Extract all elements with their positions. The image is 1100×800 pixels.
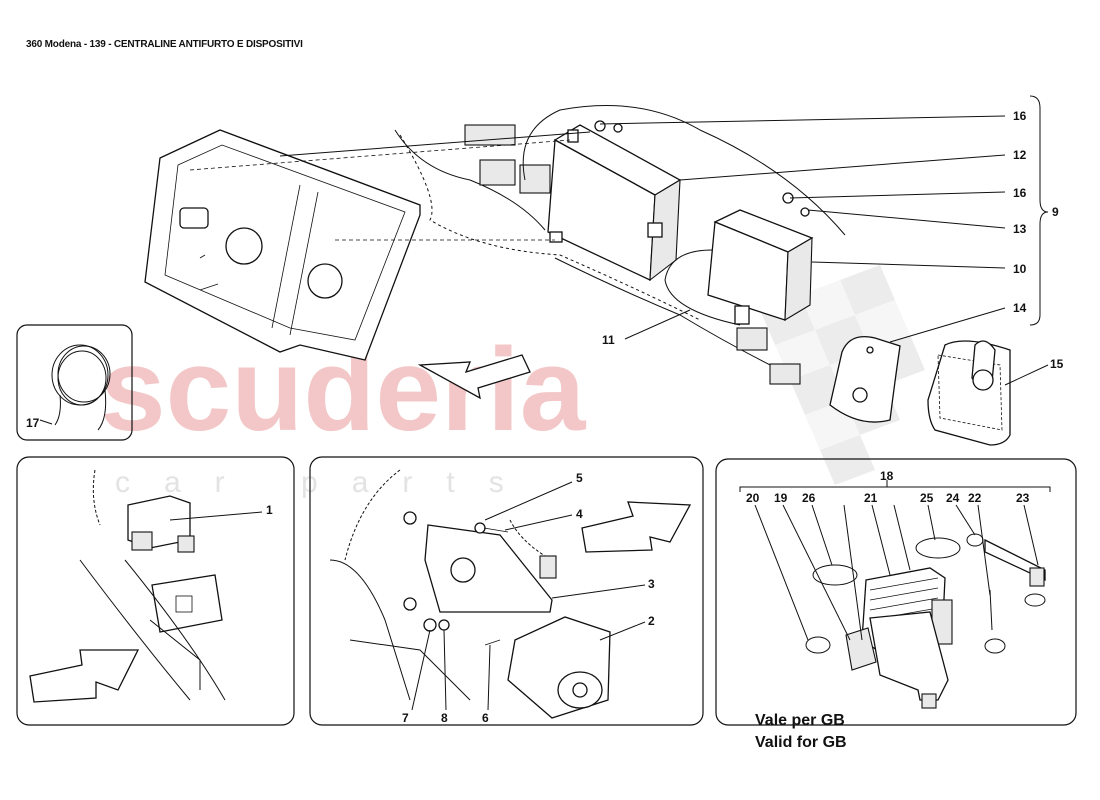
callout-6: 6 bbox=[482, 711, 489, 725]
small-hardware bbox=[594, 120, 810, 217]
callout-9: 9 bbox=[1052, 205, 1059, 219]
panel1-arrow bbox=[29, 649, 140, 703]
callout-23: 23 bbox=[1016, 491, 1030, 505]
callout-16-top: 16 bbox=[1013, 109, 1027, 123]
page-title: 360 Modena - 139 - CENTRALINE ANTIFURTO … bbox=[26, 39, 303, 50]
callout-12: 12 bbox=[1013, 148, 1027, 162]
mounting-bracket bbox=[144, 129, 421, 361]
callout-2: 2 bbox=[648, 614, 655, 628]
panel-gb-kit bbox=[715, 458, 1077, 726]
callout-3: 3 bbox=[648, 577, 655, 591]
callout-10: 10 bbox=[1013, 262, 1027, 276]
callout-11: 11 bbox=[602, 333, 615, 347]
callout-26: 26 bbox=[802, 491, 816, 505]
callout-5: 5 bbox=[576, 471, 583, 485]
gb-note-line2: Valid for GB bbox=[755, 734, 847, 751]
callout-8: 8 bbox=[441, 711, 448, 725]
callout-20: 20 bbox=[746, 491, 760, 505]
callout-16-mid: 16 bbox=[1013, 186, 1027, 200]
leader-lines bbox=[279, 95, 1049, 386]
panel-siren bbox=[309, 456, 704, 726]
panel-cable bbox=[16, 324, 133, 441]
callout-22: 22 bbox=[968, 491, 982, 505]
callout-14: 14 bbox=[1013, 301, 1027, 315]
callout-13: 13 bbox=[1013, 222, 1027, 236]
panel2-arrow bbox=[581, 501, 692, 553]
remote-cover bbox=[927, 340, 1011, 446]
gb-note-line1: Vale per GB bbox=[755, 712, 845, 729]
callout-4: 4 bbox=[576, 507, 583, 521]
remote-transmitter bbox=[829, 335, 901, 423]
alarm-control-unit bbox=[547, 124, 682, 282]
panel-module-mount bbox=[16, 456, 295, 726]
receiver-module bbox=[664, 209, 814, 385]
callout-7: 7 bbox=[402, 711, 409, 725]
watermark-sub: car parts bbox=[115, 466, 538, 499]
callout-17: 17 bbox=[26, 416, 40, 430]
callout-15: 15 bbox=[1050, 357, 1064, 371]
wiring-harness bbox=[394, 105, 846, 371]
direction-arrow bbox=[417, 354, 531, 400]
callout-21: 21 bbox=[864, 491, 878, 505]
callout-18: 18 bbox=[880, 469, 894, 483]
callout-25: 25 bbox=[920, 491, 934, 505]
gb-leaders bbox=[754, 504, 1039, 641]
panel2-leaders bbox=[411, 481, 646, 711]
dashed-reference-lines bbox=[189, 139, 571, 241]
callout-1: 1 bbox=[266, 503, 273, 517]
callout-19: 19 bbox=[774, 491, 788, 505]
callout-24: 24 bbox=[946, 491, 960, 505]
